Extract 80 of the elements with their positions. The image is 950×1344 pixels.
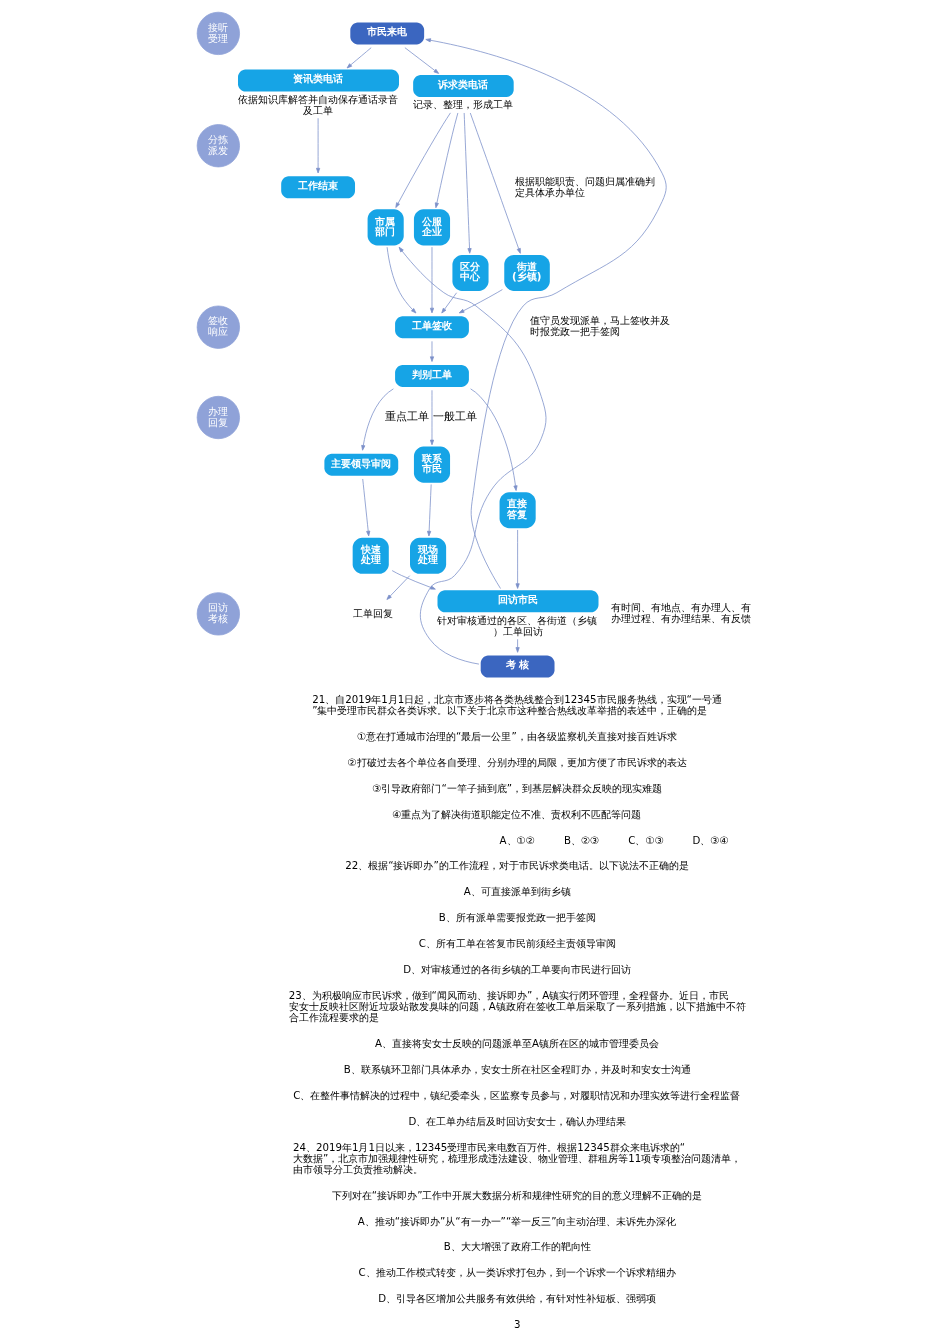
arrow xyxy=(515,638,520,653)
node-text: 工单回复 xyxy=(353,607,394,619)
arrow xyxy=(425,38,667,589)
label: ④重点为了解决街道职能定位不准、责权利不匹配等问题 xyxy=(392,808,642,820)
arrow xyxy=(429,340,435,362)
arrow xyxy=(361,388,394,451)
node-circle: 接听受理 xyxy=(196,11,240,55)
label: D、引导各区增加公共服务有效供给，有针对性补短板、强弱项 xyxy=(378,1293,657,1305)
edge-label: 一般工单 xyxy=(432,410,477,424)
node-label: 针对审核通过的各区、各街道（乡镇）工单回访 xyxy=(437,614,598,637)
label: ①意在打通城市治理的“最后一公里”，由各级监察机关直接对接百姓诉求 xyxy=(356,730,677,742)
arrow xyxy=(429,246,435,314)
label: D、③④ xyxy=(692,834,729,846)
node-box: 市民来电 xyxy=(350,22,425,45)
label: 根据职能职责、问题归属准确判定具体承办单位 xyxy=(514,175,655,198)
node-box: 主要领导审阅 xyxy=(324,453,399,476)
node-circle: 分拣派发 xyxy=(196,124,240,168)
node-box: 市属部门 xyxy=(367,209,404,246)
arrow xyxy=(427,484,432,537)
arrow xyxy=(404,47,440,74)
node-box: 工作结束 xyxy=(281,176,355,199)
node-box: 公服企业 xyxy=(413,209,451,246)
arrow xyxy=(470,388,518,491)
node-circle: 签收响应 xyxy=(196,305,240,349)
label: B、②③ xyxy=(563,834,600,846)
node-circle: 办理回复 xyxy=(196,395,240,440)
node-box: 区分中心 xyxy=(452,254,489,292)
label: 24、2019年1月1日以来，12345受理市民来电数百万件。根据12345群众来电诉求的“大数据”，北京市加强规律性研究，梳理形成违法建设、物业管理、群租房等11项专项整治问题清单，由市领导分工负责推动解决。 xyxy=(292,1141,742,1175)
label: 23、为积极响应市民诉求，做到“闻风而动、接诉即办”，A镇实行闭环管理，全程督办。近日，市民安女士反映社区附近垃圾站散发臭味的问题，A镇政府在签收工单后采取了一系列措施，以下措施中不符合工作流程要求的是 xyxy=(288,990,746,1024)
label: D、在工单办结后及时回访安女士，确认办理结果 xyxy=(408,1115,627,1127)
arrow xyxy=(515,529,520,589)
node-box: 回访市民 xyxy=(437,590,599,613)
label: A、可直接派单到街乡镇 xyxy=(463,886,571,898)
arrow xyxy=(458,289,503,314)
node-box: 街道(乡镇) xyxy=(504,254,550,292)
label: C、①③ xyxy=(628,834,664,846)
label: B、所有派单需要报党政一把手签阅 xyxy=(438,912,596,924)
label: C、所有工单在答复市民前须经主责领导审阅 xyxy=(418,938,616,950)
node-box: 现场处理 xyxy=(410,537,447,574)
label: 21、自2019年1月1日起，北京市逐步将各类热线整合到12345市民服务热线，实现“一号通”集中受理市民群众各类诉求。以下关于北京市这种整合热线改革举措的表述中，正确的是 xyxy=(312,693,722,716)
node-label: 依据知识库解答并自动保存通话录音及工单 xyxy=(237,93,398,116)
arrow xyxy=(386,246,417,314)
label: 有时间、有地点、有办理人、有办理过程、有办理结果、有反馈 xyxy=(611,602,752,625)
node-box: 工单签收 xyxy=(395,316,469,339)
arrow xyxy=(434,112,459,209)
label: 下列对在“接诉即办”工作中开展大数据分析和规律性研究的目的意义理解不正确的是 xyxy=(331,1189,703,1201)
label: C、在整件事情解决的过程中，镇纪委牵头，区监察专员参与，对履职情况和办理实效等进行全程监督 xyxy=(293,1089,741,1101)
edge-label: 重点工单 xyxy=(384,410,429,424)
label: B、联系镇环卫部门具体承办，安女士所在社区全程盯办，并及时和安女士沟通 xyxy=(343,1063,691,1075)
node-box: 判别工单 xyxy=(395,364,469,387)
arrow xyxy=(346,47,372,69)
node-box: 考 核 xyxy=(480,655,555,678)
arrow xyxy=(395,112,451,208)
node-circle: 回访考核 xyxy=(196,592,240,636)
node-box: 诉求类电话 xyxy=(413,75,514,98)
arrow xyxy=(362,478,371,537)
label: 22、根据“接诉即办”的工作流程，对于市民诉求类电话。以下说法不正确的是 xyxy=(345,860,689,872)
label: 3 xyxy=(514,1319,521,1331)
node-box: 资讯类电话 xyxy=(238,69,399,92)
label: D、对审核通过的各街乡镇的工单要向市民进行回访 xyxy=(403,964,632,976)
node-box: 联系市民 xyxy=(413,446,451,483)
arrow xyxy=(316,117,321,174)
label: ③引导政府部门“一竿子插到底”，到基层解决群众反映的现实难题 xyxy=(372,782,663,794)
arrow xyxy=(429,389,435,446)
node-box: 快速处理 xyxy=(352,537,389,574)
arrow xyxy=(386,575,411,600)
arrow xyxy=(398,246,547,665)
arrow xyxy=(463,112,472,254)
label: C、推动工作模式转变，从一类诉求打包办，到一个诉求一个诉求精细办 xyxy=(358,1267,676,1279)
label: A、推动“接诉即办”从“有一办一”“举一反三”向主动治理、未诉先办深化 xyxy=(357,1215,677,1227)
arrow xyxy=(469,112,521,254)
node-label: 记录、整理，形成工单 xyxy=(413,99,514,111)
label: 值守员发现派单，马上签收并及时报党政一把手签阅 xyxy=(529,315,670,338)
label: A、直接将安女士反映的问题派单至A镇所在区的城市管理委员会 xyxy=(375,1037,660,1049)
label: B、大大增强了政府工作的靶向性 xyxy=(443,1241,591,1253)
label: ②打破过去各个单位各自受理、分别办理的局限，更加方便了市民诉求的表达 xyxy=(347,756,687,768)
arrow xyxy=(391,570,436,590)
arrow xyxy=(441,292,457,314)
label: A、①② xyxy=(499,834,535,846)
node-box: 直接答复 xyxy=(499,492,536,529)
